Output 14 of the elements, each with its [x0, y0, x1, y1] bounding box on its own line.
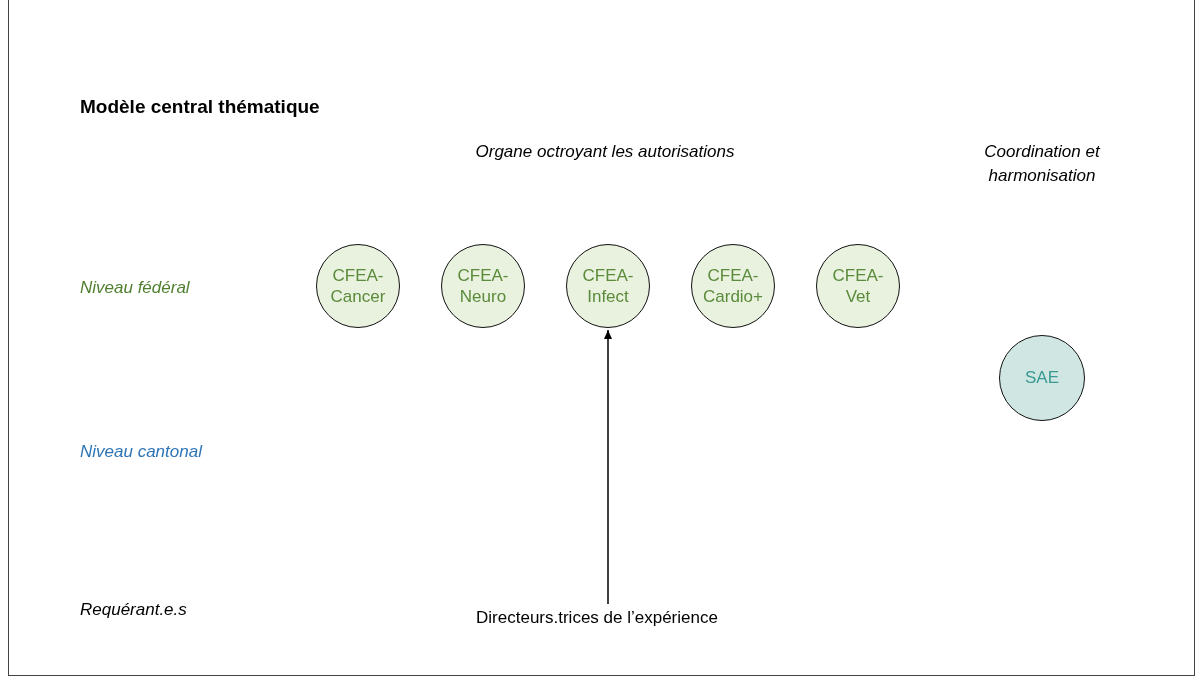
- committee-circle: CFEA- Cardio+: [691, 244, 775, 328]
- committee-circle: SAE: [999, 335, 1085, 421]
- actor-label: Directeurs.trices de l’expérience: [447, 608, 747, 632]
- level-label: Requérant.e.s: [80, 599, 187, 621]
- level-label: Niveau cantonal: [80, 441, 202, 463]
- committee-circle: CFEA- Infect: [566, 244, 650, 328]
- committee-circle: CFEA- Neuro: [441, 244, 525, 328]
- level-label: Coordination et harmonisation: [983, 141, 1102, 187]
- title: Modèle central thématique: [80, 96, 320, 118]
- level-label: Niveau fédéral: [80, 277, 190, 299]
- arrow: [604, 329, 612, 605]
- committee-circle: CFEA- Cancer: [316, 244, 400, 328]
- committee-circle: CFEA- Vet: [816, 244, 900, 328]
- level-label: Organe octroyant les autorisations: [474, 141, 736, 163]
